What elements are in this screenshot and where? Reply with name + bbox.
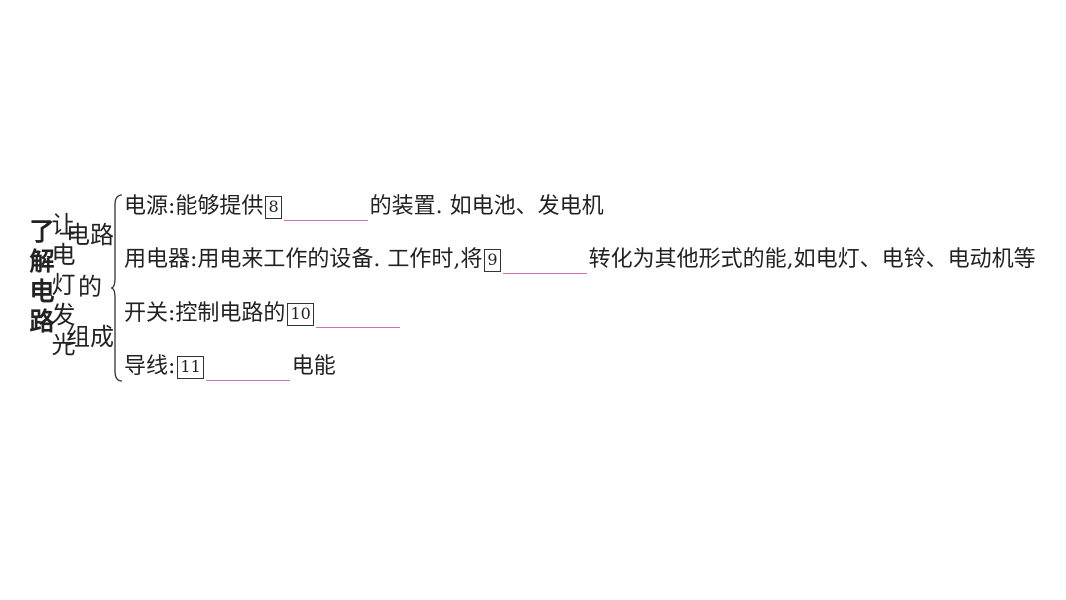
item-text: 转化为其他形式的能,如电灯、电铃、电动机等 [588, 247, 1036, 272]
answer-blank[interactable] [315, 301, 400, 328]
subtitle: 让电灯发光 [47, 212, 75, 362]
item-text: 能够提供 [175, 194, 264, 219]
blank-number: 11 [177, 355, 204, 379]
blank-number: 8 [265, 195, 282, 219]
item-label: 导线: [124, 354, 176, 379]
main-title: 了解电路 [26, 218, 55, 338]
item-text: 用电来工作的设备. 工作时,将 [197, 247, 483, 272]
answer-blank[interactable] [205, 354, 290, 381]
component-item: 导线:11 电能 [124, 352, 336, 382]
item-text: 的装置. 如电池、发电机 [369, 194, 604, 219]
topic-part2: 的 [78, 273, 102, 301]
item-label: 用电器: [124, 247, 198, 272]
topic-part1: 电路 [66, 221, 114, 249]
item-label: 开关: [124, 301, 176, 326]
topic-part3: 组成 [66, 323, 114, 351]
item-text: 电能 [291, 354, 336, 379]
curly-brace [110, 194, 123, 382]
answer-blank[interactable] [283, 194, 368, 221]
item-text: 控制电路的 [175, 301, 286, 326]
blank-number: 10 [287, 302, 314, 326]
answer-blank[interactable] [502, 247, 587, 274]
item-label: 电源: [124, 194, 176, 219]
blank-number: 9 [484, 248, 501, 272]
